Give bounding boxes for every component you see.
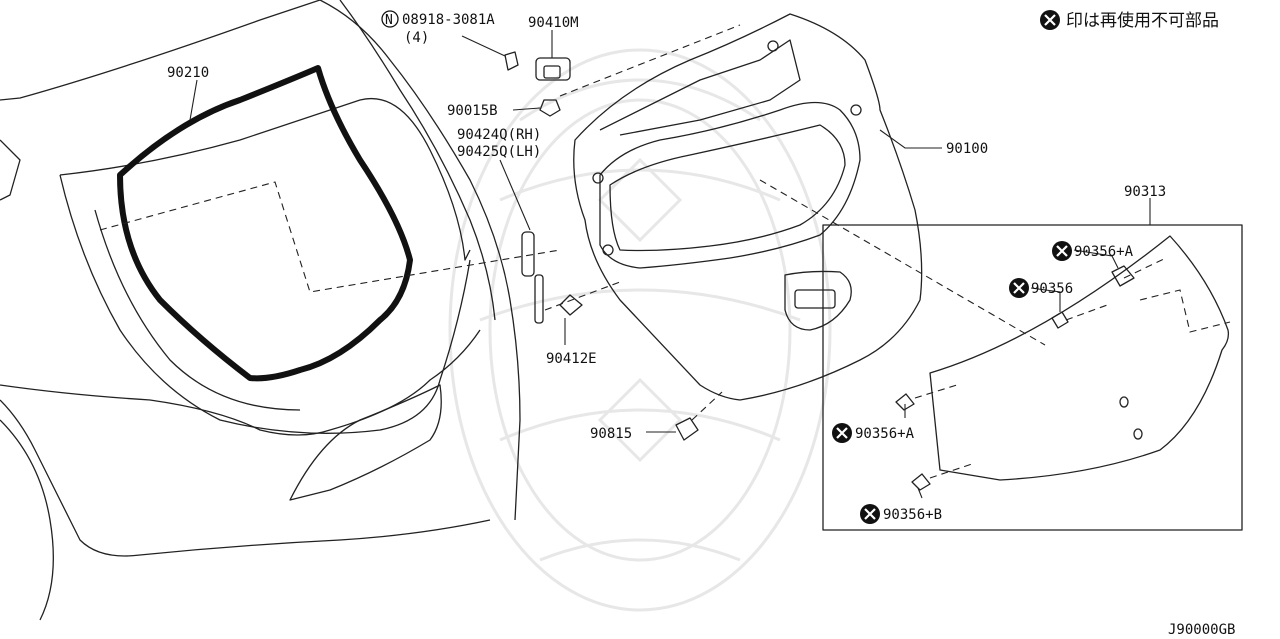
- label-90356A-low: 90356+A: [855, 426, 915, 442]
- legend-text: 印は再使用不可部品: [1066, 10, 1219, 31]
- gas-stay-strut: [521, 231, 583, 324]
- label-90313: 90313: [1124, 184, 1166, 200]
- diagram-id: J90000GB: [1168, 622, 1235, 638]
- fit-line-strut: [544, 281, 621, 311]
- label-90100: 90100: [946, 141, 988, 157]
- label-08918-qty: (4): [404, 30, 429, 46]
- label-90015B: 90015B: [447, 103, 498, 119]
- label-90412E: 90412E: [546, 351, 597, 367]
- non-reusable-icon: [860, 504, 880, 524]
- label-90356A-top: 90356+A: [1074, 244, 1134, 260]
- back-door-finisher-90313: [895, 235, 1231, 491]
- fit-line-top: [559, 24, 741, 97]
- label-08918-3081A: 08918-3081A: [402, 12, 495, 28]
- watermark-emblem: [448, 48, 832, 612]
- label-90815: 90815: [590, 426, 632, 442]
- nut-symbol-icon: [381, 10, 399, 28]
- vehicle-body: [0, 0, 521, 621]
- hinge-90410M: [504, 51, 571, 117]
- bumper-rubber-90815: [675, 417, 699, 441]
- legend-non-reusable-icon: [1040, 10, 1060, 30]
- nut-symbol-letter: N: [385, 13, 393, 28]
- back-door-panel: [573, 13, 923, 401]
- fit-line-door-to-finisher: [759, 179, 1046, 346]
- label-90356B: 90356+B: [883, 507, 942, 523]
- leader-lines: [189, 30, 1151, 499]
- label-90425Q: 90425Q(LH): [457, 144, 541, 160]
- finisher-inset-box: [822, 224, 1243, 531]
- fit-line-glass: [99, 181, 561, 293]
- label-90410M: 90410M: [528, 15, 579, 31]
- label-90210: 90210: [167, 65, 209, 81]
- non-reusable-icon: [1009, 278, 1029, 298]
- label-90356: 90356: [1031, 281, 1073, 297]
- label-90424Q: 90424Q(RH): [457, 127, 541, 143]
- fit-line-bumper: [691, 391, 723, 421]
- non-reusable-icon: [1052, 241, 1072, 261]
- rear-glass-weatherstrip: [117, 65, 413, 382]
- non-reusable-icon: [832, 423, 852, 443]
